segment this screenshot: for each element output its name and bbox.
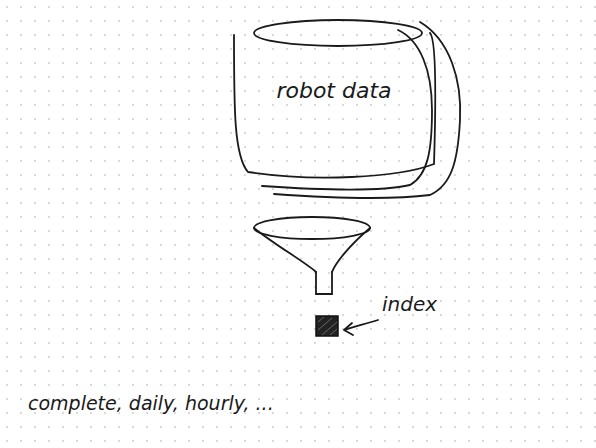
cylinder-body xyxy=(234,33,435,178)
funnel-rim xyxy=(254,217,370,239)
node-text: robot data xyxy=(228,78,440,103)
funnel-spout xyxy=(316,272,332,294)
cylinder-top xyxy=(254,20,422,46)
index-square xyxy=(316,316,338,336)
funnel-cone xyxy=(254,228,370,272)
stack-contour xyxy=(274,22,460,198)
data-cylinder: robot data xyxy=(228,14,440,186)
note-text: complete, daily, hourly, ... xyxy=(28,392,274,414)
index-hatch xyxy=(318,317,337,335)
stack-contour xyxy=(262,30,432,190)
callout-label: index xyxy=(382,292,437,316)
index-arrow xyxy=(344,320,378,335)
